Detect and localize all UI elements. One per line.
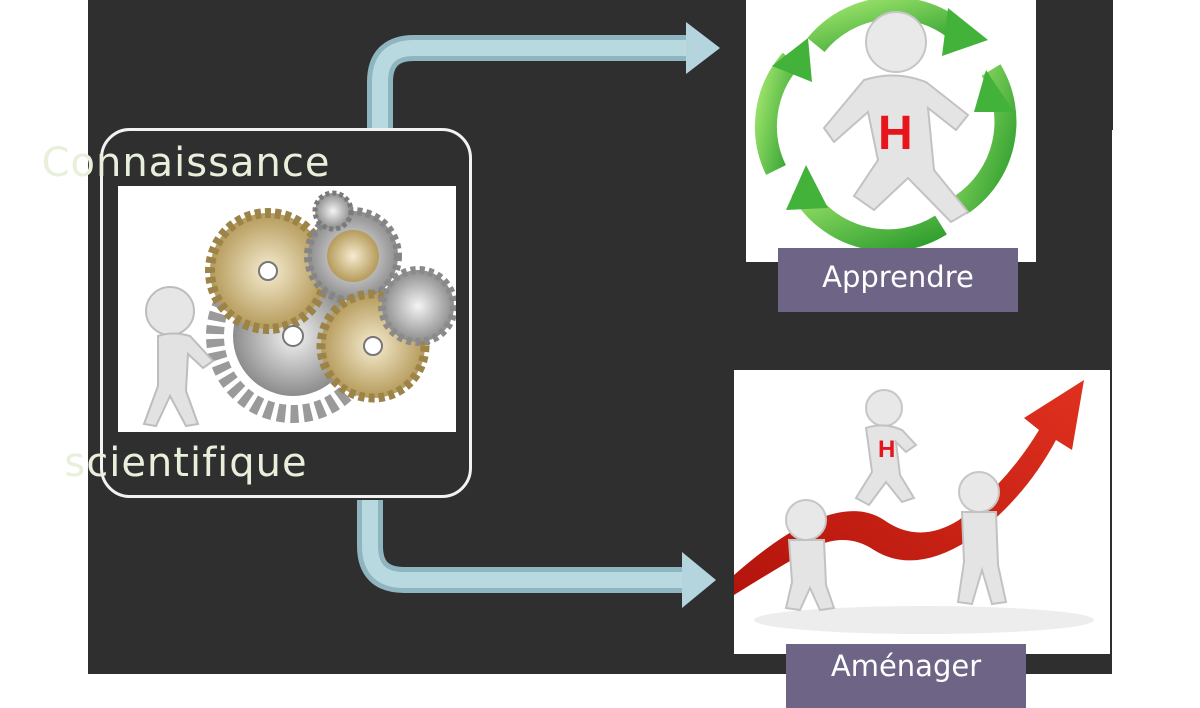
learn-h-badge: H [878,107,913,160]
arrow-to-learn [367,22,720,130]
knowledge-title-line1: Connaissance [41,140,331,186]
learn-label: Apprendre [778,248,1018,312]
plan-label: Aménager [786,644,1026,708]
plan-h-badge: H [878,436,896,463]
slide-edge-line [1111,0,1113,130]
flow-arrows [357,22,720,608]
page-margin [1112,0,1200,674]
plan-illustration: H [734,370,1110,654]
arrow-to-plan [357,500,716,608]
learn-illustration: H [746,0,1036,262]
knowledge-title-line2: scientifique [64,440,308,486]
gears-illustration [118,186,458,432]
